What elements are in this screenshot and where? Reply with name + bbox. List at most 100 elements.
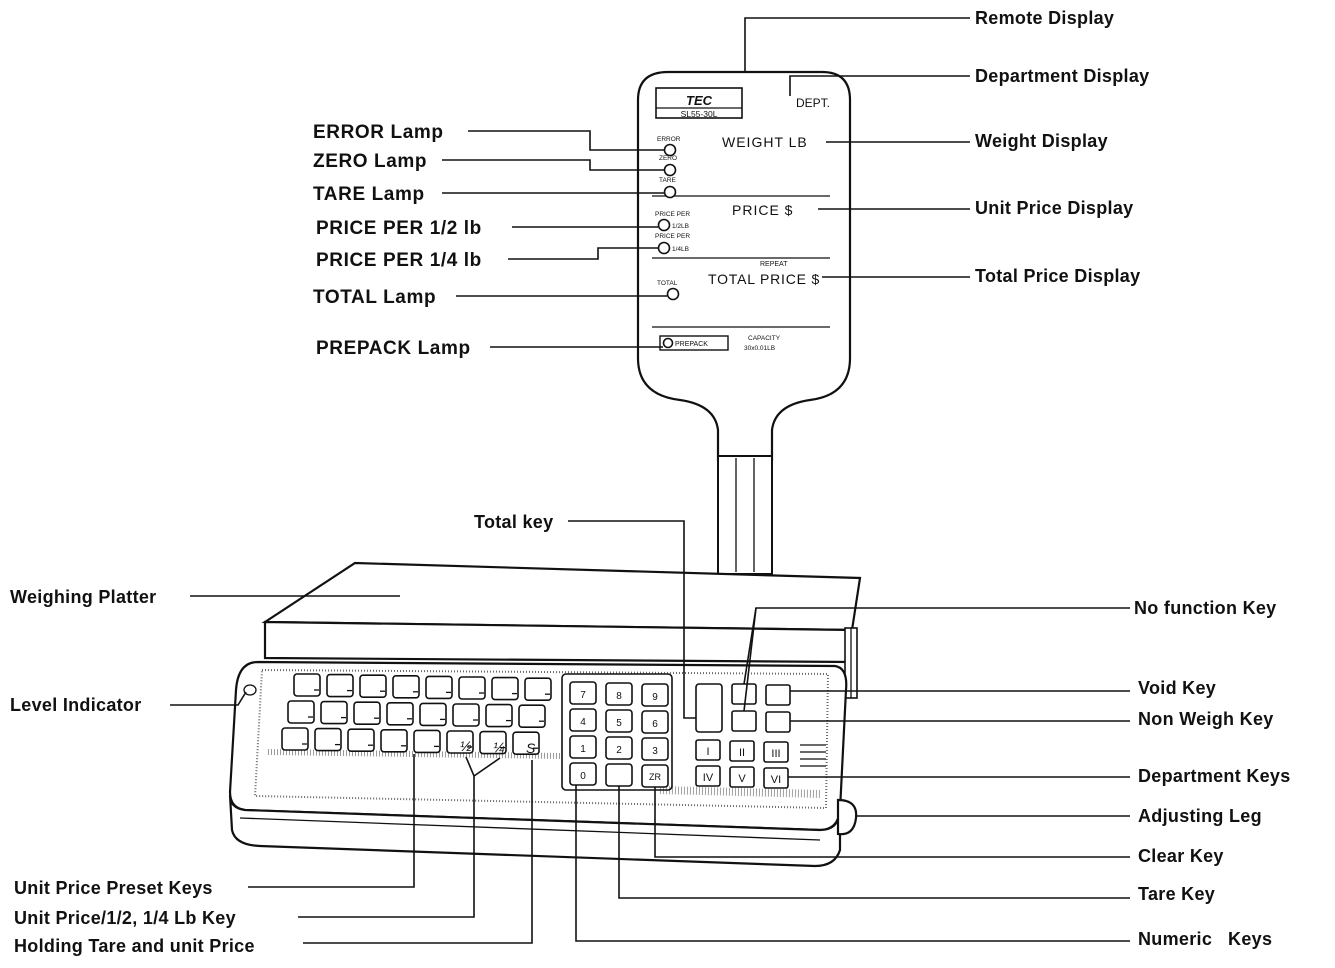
department-display-label: Department Display [975, 66, 1149, 86]
unit-price-preset-key[interactable] [320, 700, 348, 725]
department-key-label: II [739, 747, 745, 759]
department-key-1[interactable] [695, 739, 721, 761]
non-weigh-key[interactable] [765, 711, 791, 733]
total-key[interactable] [695, 683, 723, 733]
remote-display-label: Remote Display [975, 8, 1114, 28]
no-function-key-label: No function Key [1134, 598, 1277, 618]
unit-price-preset-key[interactable] [491, 676, 519, 701]
leader-lines [170, 17, 1130, 944]
zero-lamp-label: ZERO Lamp [313, 151, 427, 172]
lamp-quarter-text: 1/4LB [672, 246, 689, 253]
department-key-5[interactable] [729, 766, 755, 788]
scale-base [228, 561, 862, 868]
weighing-platter-label: Weighing Platter [10, 587, 156, 607]
callout-labels: Remote Display Department Display Weight… [10, 8, 1291, 956]
numeric-key[interactable] [641, 683, 669, 707]
unit-price-preset-key[interactable] [386, 701, 414, 726]
department-key-6[interactable] [763, 767, 789, 789]
prepack-plate [659, 335, 729, 351]
capacity-text: CAPACITY [748, 335, 781, 342]
numeric-key[interactable] [605, 682, 633, 706]
unit-price-preset-keys [281, 673, 552, 756]
zero-lamp [663, 163, 677, 177]
model-label: SL55-30L [681, 109, 718, 119]
department-key-label: IV [703, 772, 714, 784]
department-key-4[interactable] [695, 765, 721, 787]
unit-price-preset-key[interactable] [326, 673, 354, 698]
department-key-label: V [738, 773, 746, 785]
total-key-label: Total key [474, 512, 553, 532]
numeric-key[interactable] [605, 736, 633, 760]
price-per-quarter-lamp [657, 241, 671, 255]
brand-logo: TEC [686, 93, 713, 108]
unit-price-preset-key[interactable] [425, 675, 453, 700]
unit-price-quarter-key[interactable] [479, 730, 507, 755]
level-indicator [243, 684, 257, 696]
unit-price-preset-key[interactable] [419, 702, 447, 727]
numeric-keypad-frame [561, 673, 673, 791]
numeric-key-label: 4 [580, 717, 586, 728]
unit-price-preset-key[interactable] [524, 677, 552, 702]
prepack-lamp-label: PREPACK Lamp [316, 338, 471, 359]
department-keys-label: Department Keys [1138, 766, 1291, 786]
unit-price-half-key[interactable] [446, 730, 474, 754]
non-weigh-key-label: Non Weigh Key [1138, 709, 1274, 729]
total-lamp-label: TOTAL Lamp [313, 287, 436, 308]
remote-display: TEC SL55-30L DEPT. WEIGHT LB PRICE $ REP… [636, 70, 852, 462]
holding-tare-key[interactable] [512, 731, 540, 756]
numeric-key-label: 6 [652, 719, 658, 730]
numeric-key[interactable] [569, 681, 597, 705]
hold-key-label: S [526, 740, 536, 756]
numeric-key[interactable] [569, 735, 597, 759]
department-key-label: III [771, 748, 780, 760]
unit-price-preset-key[interactable] [287, 700, 315, 724]
unit-price-preset-key[interactable] [413, 729, 441, 754]
price-per-quarter-label: PRICE PER 1/4 lb [316, 250, 482, 271]
lamp-total-text: TOTAL [657, 280, 678, 287]
lamp-tare-text: TARE [659, 177, 677, 184]
prepack-text: PREPACK [675, 341, 708, 348]
weight-label: WEIGHT LB [722, 134, 808, 150]
void-key[interactable] [765, 684, 791, 706]
no-function-key[interactable] [731, 683, 757, 705]
department-key-3[interactable] [763, 741, 789, 763]
unit-price-preset-key[interactable] [380, 728, 408, 753]
numeric-key-label: 3 [652, 746, 658, 757]
unit-price-preset-key[interactable] [359, 674, 387, 699]
unit-price-preset-key[interactable] [392, 674, 420, 699]
tare-key-label: Tare Key [1138, 884, 1215, 904]
tare-lamp [663, 185, 677, 199]
clear-key-label: Clear Key [1138, 846, 1224, 866]
unit-price-half-quarter-key-label: Unit Price/1/2, 1/4 Lb Key [14, 908, 236, 928]
lamp-pp1-text: PRICE PER [655, 211, 690, 218]
total-price-display-label: Total Price Display [975, 266, 1140, 286]
numeric-key[interactable] [641, 710, 669, 734]
price-per-half-label: PRICE PER 1/2 lb [316, 218, 482, 239]
no-function-key-2[interactable] [731, 710, 757, 732]
unit-price-preset-key[interactable] [518, 704, 546, 729]
unit-price-preset-key[interactable] [458, 676, 486, 700]
department-key-2[interactable] [729, 740, 755, 762]
numeric-key[interactable] [641, 737, 669, 761]
numeric-key-label: 2 [616, 745, 622, 756]
unit-price-preset-key[interactable] [353, 701, 381, 726]
adjusting-leg-label: Adjusting Leg [1138, 806, 1262, 826]
tare-key[interactable] [605, 763, 633, 787]
numeric-key[interactable] [605, 709, 633, 733]
unit-price-preset-key[interactable] [347, 728, 375, 753]
lamp-pp2-text: PRICE PER [655, 233, 690, 240]
unit-price-preset-key[interactable] [452, 703, 480, 727]
price-per-half-lamp [657, 218, 671, 232]
unit-price-preset-key[interactable] [314, 727, 342, 752]
numeric-key[interactable] [569, 708, 597, 732]
function-keys [695, 683, 791, 733]
clear-key-label: ZR [649, 772, 661, 782]
unit-price-preset-key[interactable] [281, 727, 309, 751]
numeric-key-label: 0 [580, 771, 586, 782]
unit-price-preset-key[interactable] [293, 673, 321, 697]
lamp-error-text: ERROR [657, 136, 681, 143]
numeric-key-0[interactable] [569, 762, 597, 786]
unit-price-preset-key[interactable] [485, 703, 513, 728]
numeric-key-label: 7 [580, 690, 586, 701]
total-lamp [666, 287, 680, 301]
